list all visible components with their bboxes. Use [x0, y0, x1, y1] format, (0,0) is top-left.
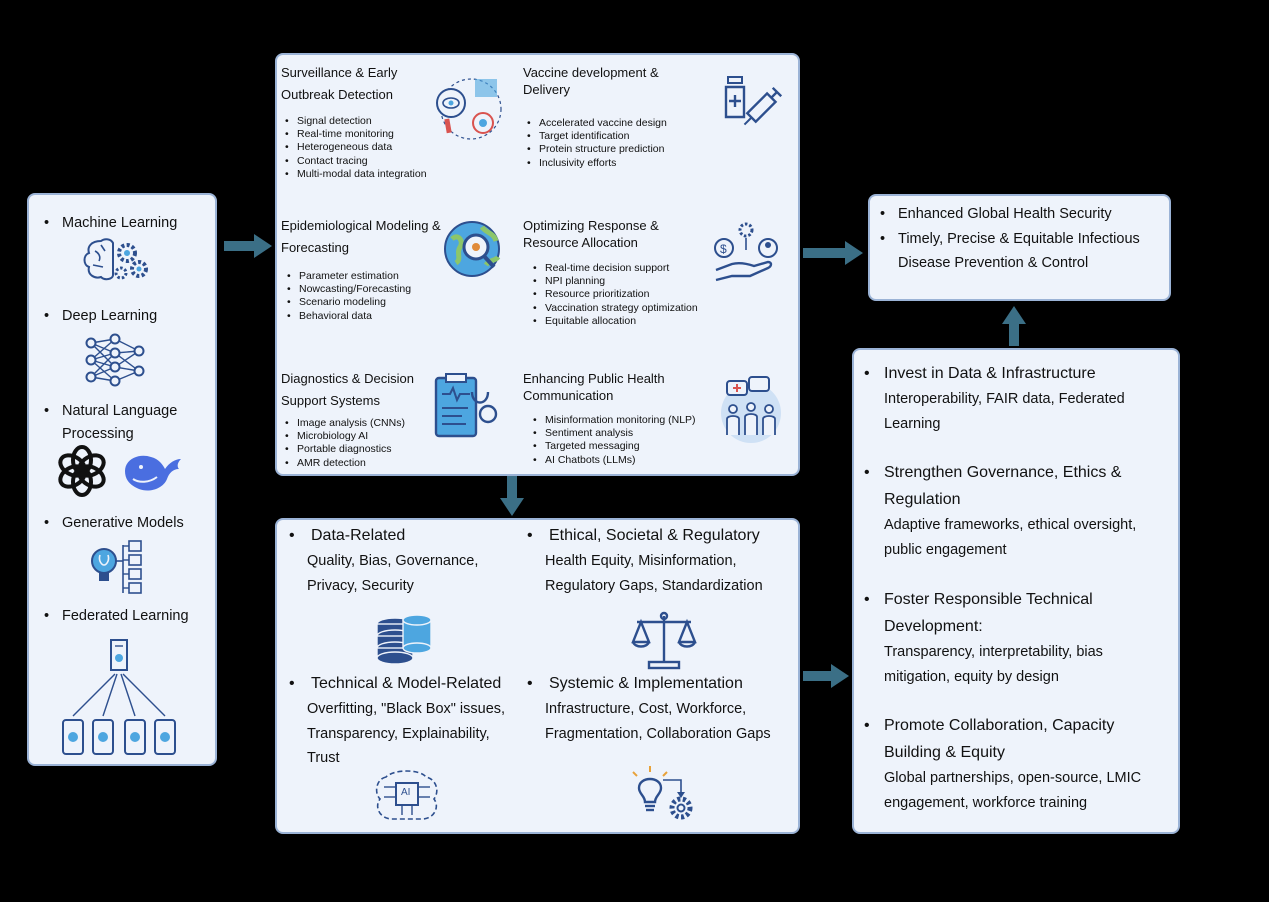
application-title: Optimizing Response & Resource Allocatio… [523, 218, 659, 250]
recommendation-title: Strengthen Governance, Ethics & Regulati… [858, 459, 1173, 513]
application-title: Enhancing Public Health Communication [523, 371, 665, 403]
lightbulb-gear-icon [632, 766, 693, 820]
challenge-title: Data-Related [289, 527, 499, 545]
ai-chip-label: AI [401, 787, 411, 798]
scales-icon [631, 611, 697, 670]
challenge-ethical: Ethical, Societal & Regulatory Health Eq… [527, 527, 797, 598]
llm-knot-logo-icon [58, 445, 106, 497]
recommendation-desc: Adaptive frameworks, ethical oversight, … [884, 517, 1137, 558]
recommendation-title: Promote Collaboration, Capacity Building… [858, 712, 1173, 766]
arrow-applications-to-challenges [500, 476, 524, 516]
application-modeling: Epidemiological Modeling & Forecasting P… [281, 215, 451, 323]
challenge-systemic: Systemic & Implementation Infrastructure… [527, 675, 797, 746]
technique-generative-models: Generative Models [44, 515, 222, 531]
vaccine-icon [724, 76, 783, 126]
llm-whale-logo-icon [125, 455, 181, 491]
challenge-title: Technical & Model-Related [289, 675, 524, 693]
outcome-item: Timely, Precise & Equitable Infectious D… [874, 227, 1164, 276]
surveillance-icon [436, 78, 502, 140]
challenge-data: Data-Related Quality, Bias, Governance, … [289, 527, 499, 598]
application-vaccine: Vaccine development & Delivery Accelerat… [523, 62, 708, 170]
applications-panel: Surveillance & Early Outbreak Detection … [275, 53, 800, 476]
challenge-title: Ethical, Societal & Regulatory [527, 527, 797, 545]
recommendation-collaboration: Promote Collaboration, Capacity Building… [858, 712, 1173, 815]
application-title: Vaccine development & Delivery [523, 65, 659, 97]
svg-text:$: $ [720, 242, 727, 256]
outcomes-panel: Enhanced Global Health Security Timely, … [868, 194, 1171, 301]
application-resource-allocation: Optimizing Response & Resource Allocatio… [523, 215, 708, 328]
arrow-challenges-to-recommendations [803, 664, 849, 688]
community-chat-icon [721, 376, 781, 443]
arrow-recommendations-to-outcomes [1002, 306, 1026, 346]
recommendation-data-infrastructure: Invest in Data & Infrastructure Interope… [858, 360, 1168, 436]
technique-deep-learning: Deep Learning [44, 308, 222, 324]
challenge-desc: Overfitting, "Black Box" issues, Transpa… [307, 701, 506, 766]
brain-gears-icon [83, 238, 148, 281]
federated-network-icon [62, 639, 176, 755]
challenge-desc: Quality, Bias, Governance, Privacy, Secu… [307, 553, 479, 594]
technique-federated-learning: Federated Learning [44, 608, 222, 624]
application-communication: Enhancing Public Health Communication Mi… [523, 368, 718, 467]
challenge-desc: Infrastructure, Cost, Workforce, Fragmen… [545, 701, 771, 742]
application-title: Diagnostics & Decision Support Systems [281, 371, 414, 408]
application-title: Surveillance & Early Outbreak Detection [281, 65, 398, 102]
neural-network-icon [85, 333, 145, 387]
database-icon [376, 614, 432, 665]
application-title: Epidemiological Modeling & Forecasting [281, 218, 441, 255]
recommendation-desc: Transparency, interpretability, bias mit… [884, 644, 1103, 685]
challenges-panel: Data-Related Quality, Bias, Governance, … [275, 518, 800, 834]
resource-hand-icon: $ [714, 222, 778, 282]
challenge-technical: Technical & Model-Related Overfitting, "… [289, 675, 524, 771]
clipboard-stethoscope-icon [434, 373, 498, 438]
arrow-techniques-to-applications [224, 234, 272, 258]
globe-magnifier-icon [444, 221, 501, 277]
challenge-title: Systemic & Implementation [527, 675, 797, 693]
generative-ai-icon [91, 540, 142, 594]
recommendation-title: Foster Responsible Technical Development… [858, 586, 1168, 640]
technique-machine-learning: Machine Learning [44, 215, 222, 231]
ai-chip-brain-icon: AI [372, 767, 442, 827]
recommendation-technical-development: Foster Responsible Technical Development… [858, 586, 1168, 689]
arrow-applications-to-outcomes [803, 241, 863, 265]
ai-techniques-panel: Machine Learning Deep Learning Natural L… [27, 193, 217, 766]
recommendation-desc: Interoperability, FAIR data, Federated L… [884, 391, 1125, 432]
application-surveillance: Surveillance & Early Outbreak Detection … [281, 62, 431, 181]
technique-nlp: Natural Language Processing [44, 400, 222, 446]
recommendation-title: Invest in Data & Infrastructure [858, 360, 1168, 387]
outcome-item: Enhanced Global Health Security [874, 202, 1164, 227]
application-diagnostics: Diagnostics & Decision Support Systems I… [281, 368, 431, 470]
challenge-desc: Health Equity, Misinformation, Regulator… [545, 553, 763, 594]
recommendations-panel: Invest in Data & Infrastructure Interope… [852, 348, 1180, 834]
recommendation-desc: Global partnerships, open-source, LMIC e… [884, 770, 1142, 811]
recommendation-governance: Strengthen Governance, Ethics & Regulati… [858, 459, 1173, 562]
